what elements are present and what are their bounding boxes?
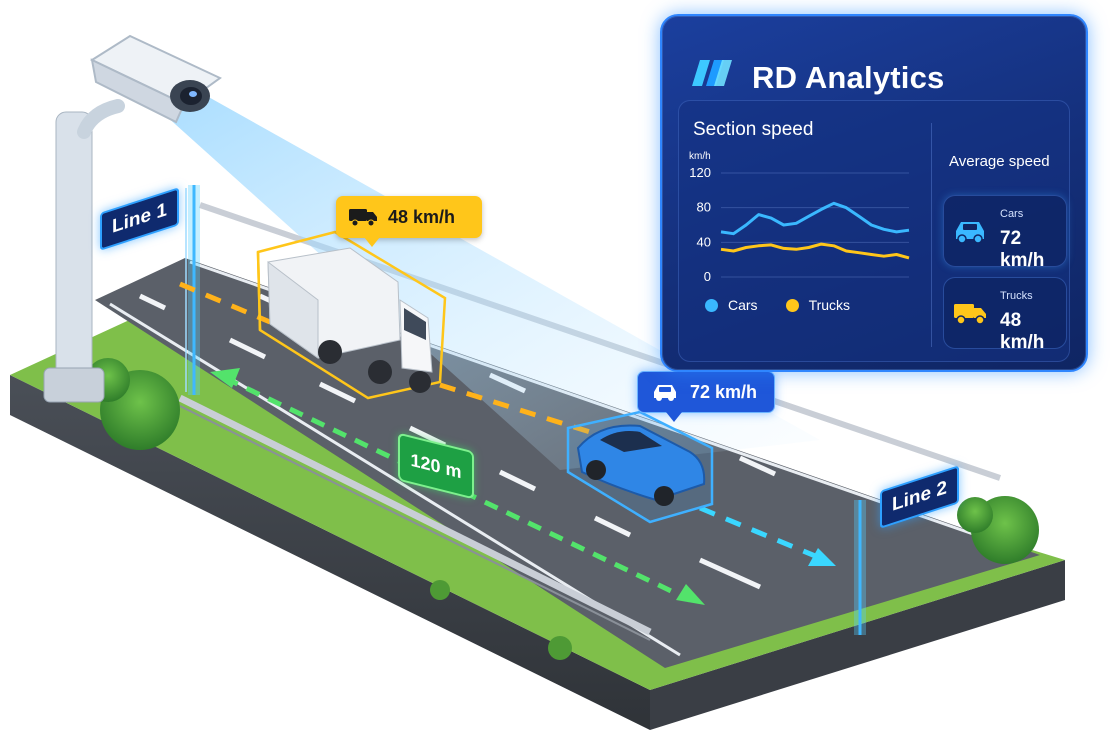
- rd-logo-icon: [692, 60, 732, 86]
- series-line-cars: [720, 201, 910, 236]
- car-icon: [956, 222, 984, 244]
- camera-pole: [43, 99, 125, 403]
- car-icon: [576, 424, 706, 506]
- arrow-head-left-icon: [210, 368, 240, 388]
- y-tick-label: 0: [704, 269, 711, 284]
- average-speed-title: Average speed: [949, 153, 1050, 170]
- truck-icon: [954, 304, 986, 325]
- camera-icon: [89, 34, 222, 124]
- truck-bounding-box: [256, 230, 447, 400]
- car-speed-tag: 72 km/h: [637, 371, 775, 422]
- average-card-trucks: Trucks 48 km/h: [943, 277, 1067, 353]
- series-line-trucks: [720, 242, 910, 260]
- truck-icon: [267, 247, 433, 393]
- line2-marker: [854, 500, 866, 635]
- dashboard-content: Section speed km/h 120 80 40 0 Cars Trucks A…: [678, 100, 1070, 362]
- analytics-dashboard: RD Analytics Section speed km/h 120 80 40 0 …: [660, 14, 1088, 372]
- arrow-head-car-icon: [808, 548, 836, 566]
- average-value-trucks: 48 km/h: [1000, 310, 1045, 353]
- divider: [931, 123, 932, 347]
- section-title: Section speed: [693, 119, 814, 140]
- chart-legend: Cars Trucks: [705, 297, 850, 313]
- guardrail-near: [178, 394, 652, 641]
- legend-swatch-cars: [705, 298, 718, 312]
- y-axis-unit: km/h: [689, 151, 711, 162]
- average-label-cars: Cars: [1000, 208, 1024, 220]
- truck-speed-value: 48 km/h: [388, 206, 456, 227]
- legend-label-cars: Cars: [728, 297, 758, 313]
- y-tick-label: 120: [689, 165, 711, 180]
- tag-pointer: [666, 412, 682, 422]
- legend-swatch-trucks: [785, 298, 799, 312]
- car-speed-value: 72 km/h: [690, 381, 758, 402]
- legend-item-cars: Cars: [705, 297, 758, 313]
- truck-icon: [349, 209, 377, 227]
- distance-arrow: [223, 375, 692, 603]
- car-path: [699, 505, 821, 561]
- average-value-cars: 72 km/h: [1000, 228, 1045, 271]
- dashboard-title: RD Analytics: [752, 60, 945, 95]
- tag-pointer: [364, 237, 380, 247]
- y-tick-label: 40: [697, 234, 711, 249]
- car-icon: [654, 385, 676, 401]
- average-label-trucks: Trucks: [1000, 290, 1033, 302]
- section-speed-chart: km/h 120 80 40 0: [689, 151, 910, 284]
- legend-item-trucks: Trucks: [785, 297, 851, 313]
- truck-speed-tag: 48 km/h: [336, 196, 482, 247]
- y-tick-label: 80: [697, 200, 711, 215]
- legend-label-trucks: Trucks: [808, 297, 851, 313]
- arrow-head-right-icon: [676, 584, 705, 605]
- average-card-cars: Cars 72 km/h: [943, 195, 1067, 271]
